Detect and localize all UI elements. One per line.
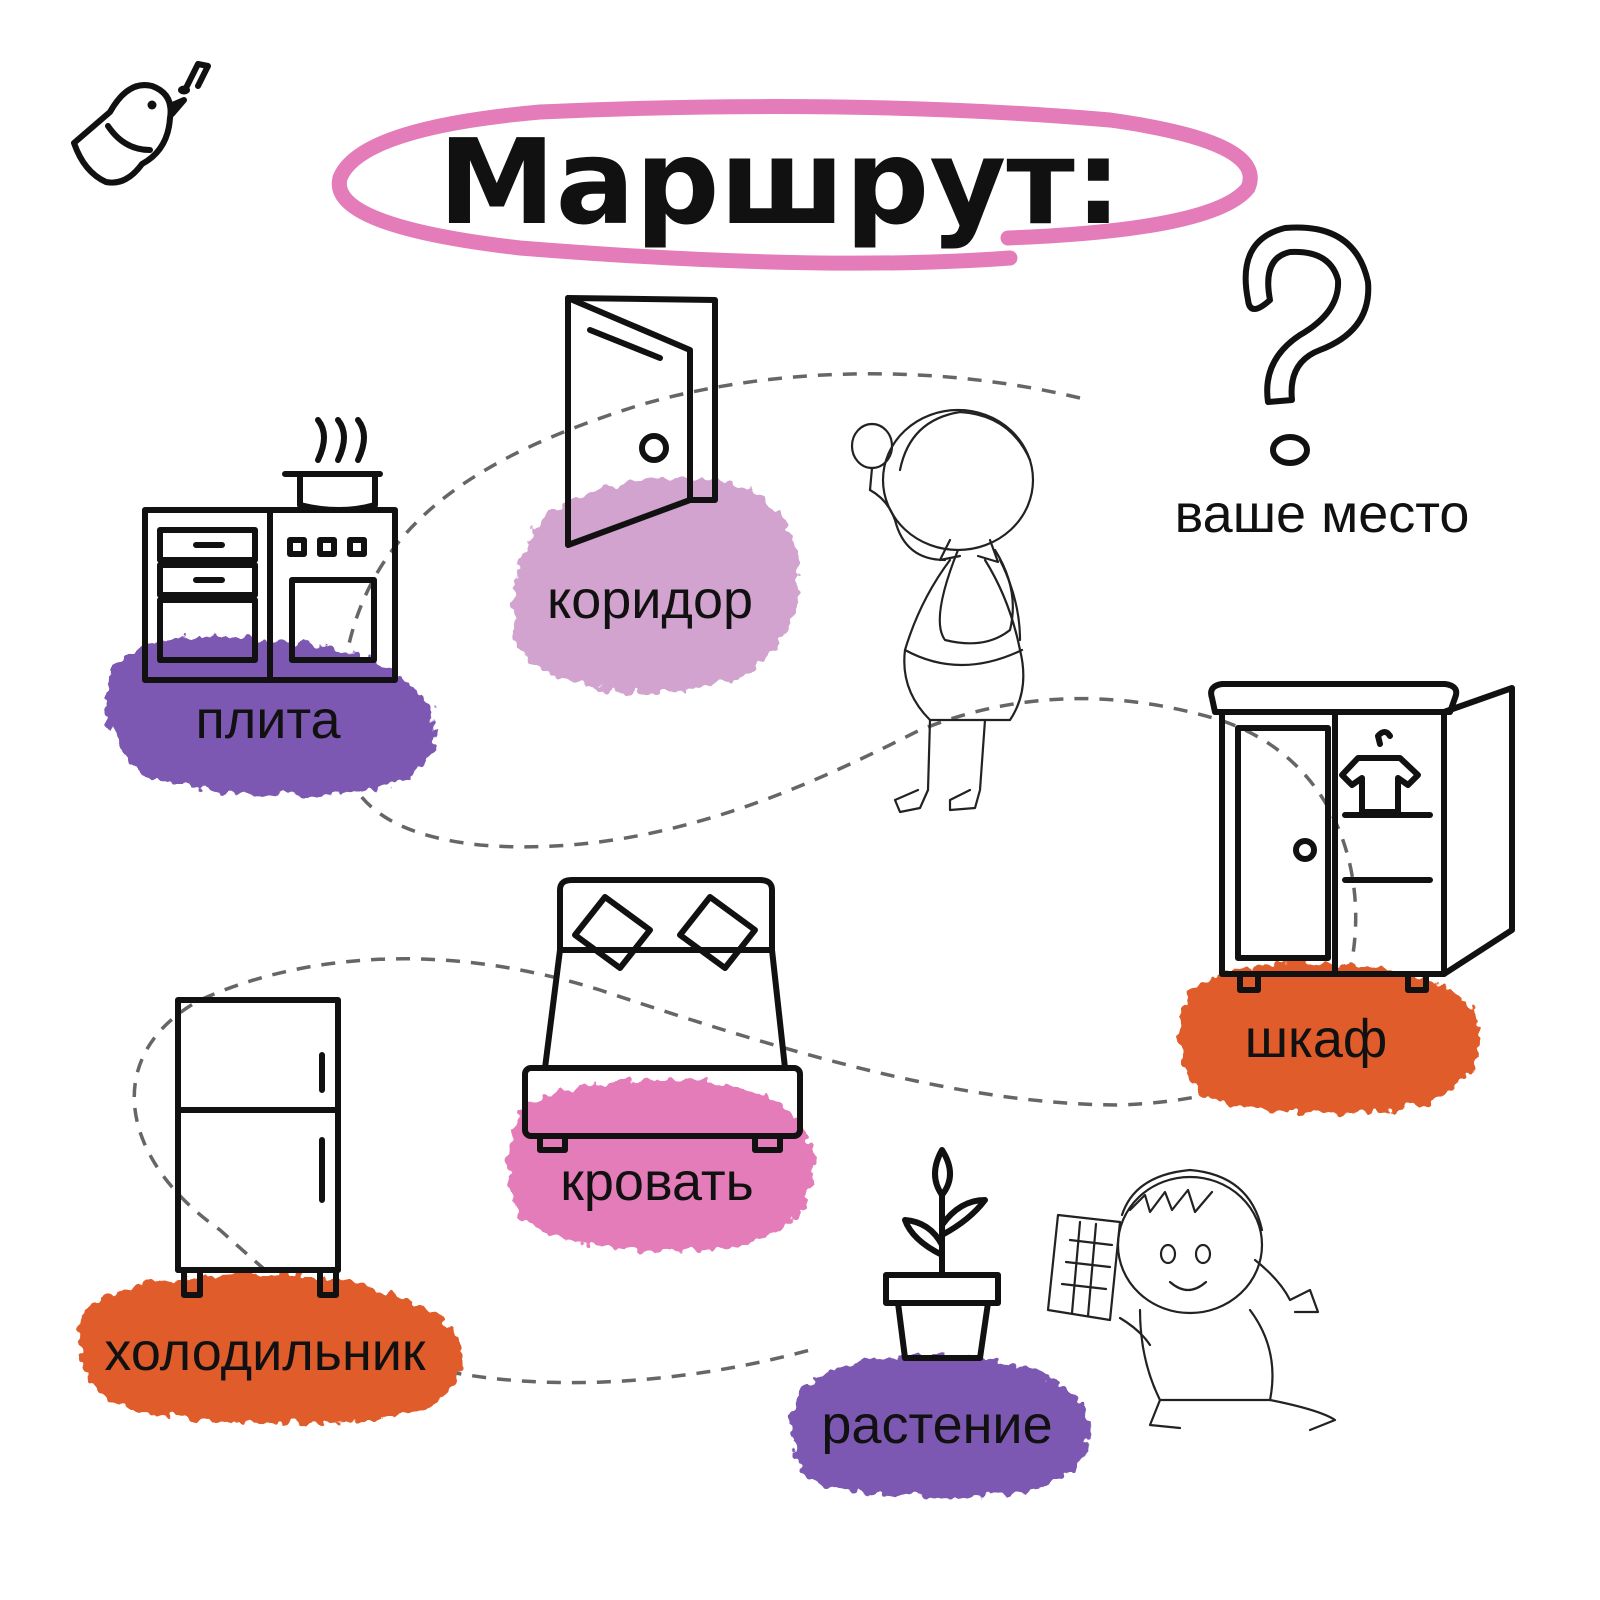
station-fridge: холодильник	[78, 997, 461, 1424]
girl-with-map-icon	[1046, 1168, 1337, 1432]
corridor-label: коридор	[547, 570, 753, 630]
station-stove: плита	[106, 417, 435, 796]
girl-with-magnifier-icon	[850, 408, 1035, 814]
fridge-color-blob	[78, 1274, 461, 1424]
fridge-label: холодильник	[104, 1322, 426, 1382]
corridor-color-blob	[513, 478, 799, 692]
bed-icon	[522, 877, 803, 1153]
question-mark-icon	[1242, 224, 1372, 466]
stove-label: плита	[195, 690, 341, 750]
title-highlight-ellipse	[331, 99, 1258, 271]
wardrobe-color-blob	[1179, 962, 1481, 1113]
your-place-label: ваше место	[1175, 484, 1470, 544]
wardrobe-label: шкаф	[1245, 1009, 1388, 1069]
title-block: Маршрут:	[331, 99, 1258, 271]
bird-music-note-icon	[71, 61, 211, 186]
station-corridor: коридор	[513, 295, 799, 692]
page-title: Маршрут:	[438, 113, 1122, 251]
door-icon	[565, 295, 718, 548]
plant-label: растение	[821, 1395, 1052, 1455]
stove-icon	[142, 417, 398, 683]
station-plant: растение	[790, 1147, 1091, 1498]
wardrobe-icon	[1208, 681, 1515, 993]
plant-color-blob	[790, 1354, 1091, 1498]
plant-icon	[883, 1147, 1001, 1361]
bed-color-blob	[507, 1079, 815, 1252]
station-bed: кровать	[507, 877, 815, 1252]
stove-color-blob	[106, 636, 435, 796]
your-place-block: ваше место	[1175, 224, 1470, 544]
station-wardrobe: шкаф	[1179, 681, 1515, 1113]
fridge-icon	[175, 997, 341, 1298]
bed-label: кровать	[560, 1152, 753, 1212]
